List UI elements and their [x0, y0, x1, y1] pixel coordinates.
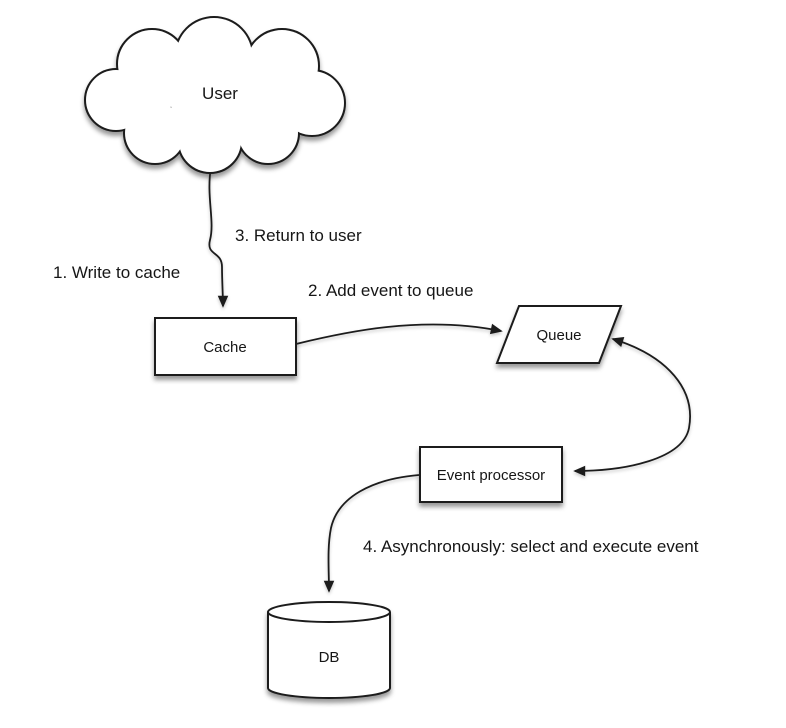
edge-event-processor-to-db	[323, 474, 420, 593]
edge-queue-event-processor-bidirectional	[573, 336, 691, 477]
edge-cache-to-queue	[295, 323, 503, 345]
edge-label-step4: 4. Asynchronously: select and execute ev…	[363, 537, 699, 556]
db-cylinder-top	[267, 601, 391, 623]
node-user-label: User	[202, 84, 238, 103]
db-cylinder-body	[267, 612, 391, 699]
node-user: User	[84, 16, 346, 174]
node-cache: Cache	[154, 317, 297, 376]
edge-label-step1: 1. Write to cache	[53, 263, 180, 282]
edges-layer	[208, 166, 691, 593]
node-event-processor: Event processor	[419, 446, 563, 503]
cache-rectangle	[154, 317, 297, 376]
node-queue: Queue	[495, 305, 623, 364]
queue-parallelogram	[495, 305, 623, 364]
edge-label-step2: 2. Add event to queue	[308, 281, 473, 300]
event-processor-rectangle	[419, 446, 563, 503]
node-db-label: DB	[319, 649, 340, 666]
node-queue-label: Queue	[536, 327, 581, 344]
node-event-processor-label: Event processor	[437, 467, 545, 484]
edge-label-step3: 3. Return to user	[235, 226, 362, 245]
node-cache-label: Cache	[203, 339, 246, 356]
edge-user-to-cache	[208, 166, 229, 308]
cloud-shape	[84, 16, 346, 174]
node-db: DB	[267, 601, 391, 699]
